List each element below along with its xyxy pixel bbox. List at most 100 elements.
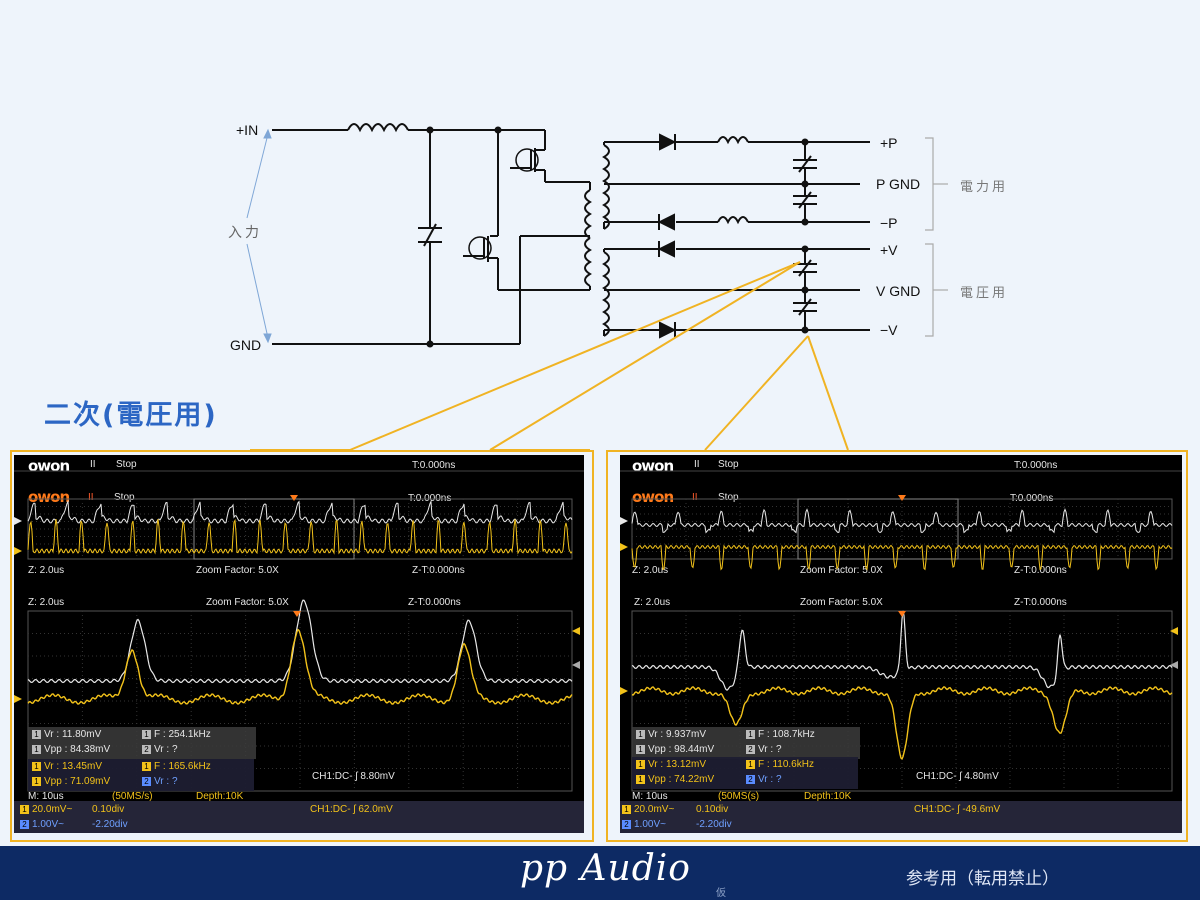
- ch1-marker-zoom: [620, 687, 628, 695]
- brand-logo-front: owon: [28, 488, 70, 506]
- overview-trace-ch1: [27, 518, 573, 555]
- zoom-time: Z-T:0.000ns: [1014, 597, 1067, 608]
- section-title: 二次(電圧用): [44, 400, 218, 431]
- circuit-schematic: [246, 123, 948, 451]
- trigger-position-marker-zoom: [898, 611, 906, 617]
- state-icon-front: II: [88, 492, 94, 503]
- trigger-time: T:0.000ns: [412, 460, 456, 471]
- ch2-marker-overview: [620, 517, 628, 525]
- footer-bar: [0, 846, 1200, 900]
- zoom-time-back: Z-T:0.000ns: [1014, 565, 1067, 576]
- zoom-factor-back: Zoom Factor: 5.0X: [196, 565, 279, 576]
- run-state: Stop: [718, 459, 739, 470]
- ch1-trigger: CH1:DC- ʃ 62.0mV: [310, 804, 393, 815]
- scope-frame-right: [606, 450, 1188, 842]
- ch1-trigger-back: CH1:DC- ʃ 8.80mV: [312, 771, 395, 782]
- zoom-factor: Zoom Factor: 5.0X: [206, 597, 289, 608]
- trigger-level-marker: [1170, 627, 1178, 635]
- zoom-trace-ch1: [631, 685, 1173, 761]
- zoom-timebase-back: Z: 2.0us: [632, 565, 669, 576]
- meas-vpp: Vpp : 74.22mV: [648, 774, 715, 785]
- state-icon: II: [694, 459, 700, 470]
- meas-f: F : 110.6kHz: [758, 759, 814, 770]
- main-timebase: M: 10us: [28, 791, 64, 802]
- meas-f: F : 165.6kHz: [154, 761, 211, 772]
- zoom-factor: Zoom Factor: 5.0X: [800, 597, 883, 608]
- state-icon: II: [90, 459, 96, 470]
- brand-logo-front: owon: [632, 488, 674, 506]
- trigger-position-marker: [290, 495, 298, 501]
- meas-vr-back: Vr : 9.937mV: [648, 729, 706, 740]
- waveform-display-left: [14, 470, 584, 792]
- meas-vpp-back: Vpp : 84.38mV: [44, 744, 111, 755]
- zoom-trace-ch2: [631, 610, 1173, 691]
- overview-trace-ch2: [631, 508, 1173, 534]
- ch2-marker-overview: [14, 517, 22, 525]
- zoom-timebase: Z: 2.0us: [634, 597, 671, 608]
- trigger-level-marker-back: [1170, 661, 1178, 669]
- meas-vr2: Vr : ?: [154, 776, 178, 787]
- label-minus-v: −V: [880, 322, 898, 338]
- overview-trace-ch1: [631, 544, 1173, 571]
- footer-brand: pp Audio: [520, 848, 691, 889]
- zoom-time-back: Z-T:0.000ns: [412, 565, 465, 576]
- meas-vr: Vr : 13.12mV: [648, 759, 706, 770]
- ch1-offset: 0.10div: [696, 804, 729, 815]
- scope-screenshot-right: owon II Stop T:0.000ns owon II Stop T:0.…: [620, 455, 1182, 833]
- zoom-factor-back: Zoom Factor: 5.0X: [800, 565, 883, 576]
- sample-rate: (50MS/s): [112, 791, 153, 802]
- label-voltage-use: 電圧用: [960, 286, 1009, 301]
- meas-vr-back: Vr : 11.80mV: [44, 729, 102, 740]
- ch1-trigger: CH1:DC- ʃ -49.6mV: [914, 804, 1001, 815]
- trigger-time: T:0.000ns: [1014, 460, 1058, 471]
- zoom-timebase-back: Z: 2.0us: [28, 565, 65, 576]
- meas-vpp: Vpp : 71.09mV: [44, 776, 111, 787]
- trigger-position-marker-zoom: [293, 611, 301, 617]
- label-p-gnd: P GND: [876, 176, 921, 192]
- zoom-window-marker: [193, 498, 355, 560]
- run-state-front: Stop: [114, 492, 135, 503]
- trigger-position-marker: [898, 495, 906, 501]
- label-minus-p: −P: [880, 215, 898, 231]
- ch1-marker-overview: [14, 547, 22, 555]
- ch2-offset: -2.20div: [696, 819, 732, 830]
- meas-vr2: Vr : ?: [758, 774, 782, 785]
- meas-f-back: F : 254.1kHz: [154, 729, 211, 740]
- meas-vr: Vr : 13.45mV: [44, 761, 102, 772]
- scope-frame-left: [10, 450, 594, 842]
- ch1-offset: 0.10div: [92, 804, 125, 815]
- ch1-marker-overview: [620, 543, 628, 551]
- trigger-level-marker-back: [572, 661, 580, 669]
- ch1-scale: 20.0mV~: [634, 804, 675, 815]
- ch2-offset: -2.20div: [92, 819, 128, 830]
- ch1-scale: 20.0mV~: [32, 804, 73, 815]
- zoom-trace-ch2: [27, 599, 573, 684]
- zoom-trace-ch1: [27, 628, 573, 706]
- ch2-scale: 1.00V~: [32, 819, 64, 830]
- zoom-time: Z-T:0.000ns: [408, 597, 461, 608]
- waveform-display-right: [620, 470, 1182, 792]
- meas-vr2-back: Vr : ?: [758, 744, 782, 755]
- footer-brand-sub: 仮: [716, 888, 726, 899]
- label-input: 入力: [228, 224, 262, 240]
- zoom-window-marker: [797, 498, 959, 560]
- label-plus-p: +P: [880, 135, 898, 151]
- footer-reference: 参考用（転用禁止）: [906, 869, 1059, 889]
- memory-depth: Depth:10K: [196, 791, 244, 802]
- scope-screenshot-left: owon II Stop T:0.000ns owon II Stop T:0.…: [14, 455, 584, 833]
- trigger-level-marker: [572, 627, 580, 635]
- run-state-front: Stop: [718, 492, 739, 503]
- run-state: Stop: [116, 459, 137, 470]
- meas-vpp-back: Vpp : 98.44mV: [648, 744, 715, 755]
- ch1-marker-zoom: [14, 695, 22, 703]
- overview-trace-ch2: [27, 499, 573, 524]
- ch2-scale: 1.00V~: [634, 819, 666, 830]
- sample-rate: (50MS(s): [718, 791, 760, 802]
- label-gnd: GND: [230, 337, 262, 353]
